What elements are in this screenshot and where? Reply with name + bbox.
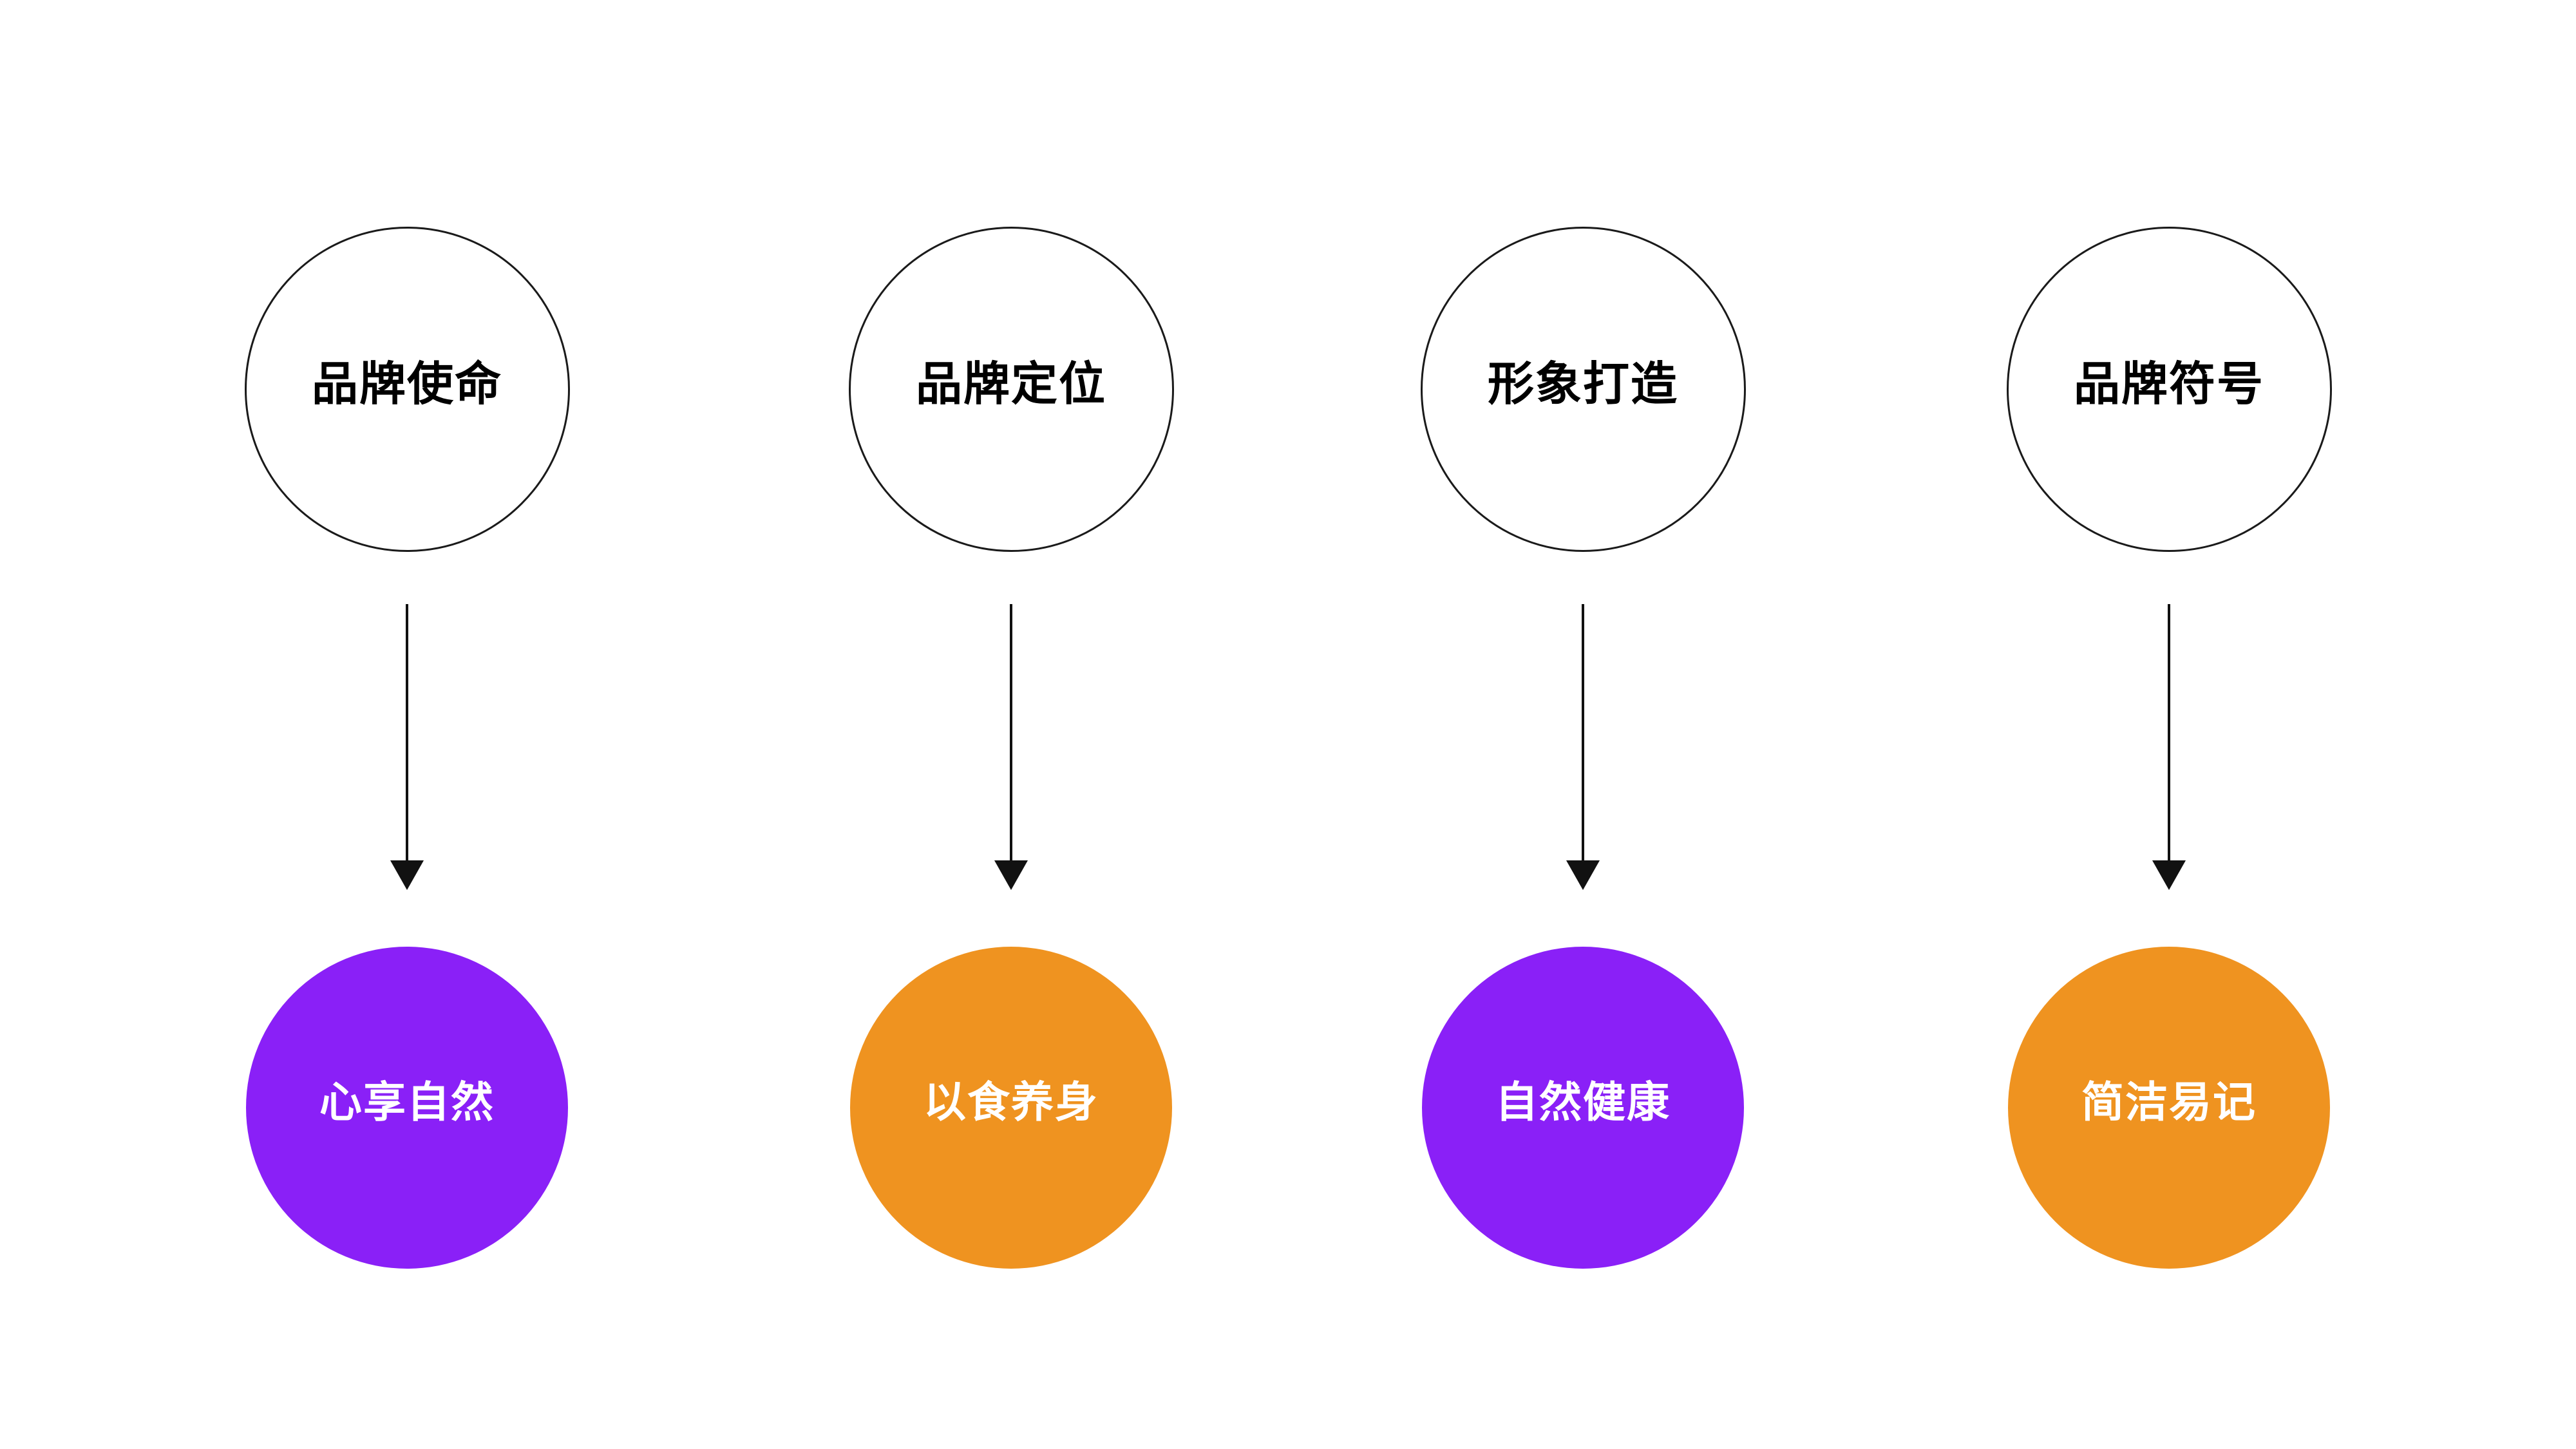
top-circle-4-label: 品牌符号 xyxy=(2073,358,2264,410)
arrow-head-icon xyxy=(1566,860,1600,890)
down-arrow-2 xyxy=(994,604,1028,890)
top-circle-4[interactable]: 品牌符号 xyxy=(2006,227,2332,552)
down-arrow-4 xyxy=(2152,604,2186,890)
flow-column-2: 品牌定位 以食养身 xyxy=(786,0,1236,1449)
top-circle-2-label: 品牌定位 xyxy=(915,358,1106,410)
bottom-circle-2[interactable]: 以食养身 xyxy=(850,947,1172,1269)
bottom-circle-1[interactable]: 心享自然 xyxy=(246,947,568,1269)
arrow-head-icon xyxy=(390,860,424,890)
top-circle-1[interactable]: 品牌使命 xyxy=(244,227,570,552)
top-circle-2[interactable]: 品牌定位 xyxy=(848,227,1174,552)
top-circle-1-label: 品牌使命 xyxy=(311,358,502,410)
arrow-shaft-icon xyxy=(2168,604,2170,863)
down-arrow-1 xyxy=(390,604,424,890)
flow-column-3: 形象打造 自然健康 xyxy=(1358,0,1808,1449)
bottom-circle-3-label: 自然健康 xyxy=(1495,1078,1671,1126)
top-circle-3-label: 形象打造 xyxy=(1487,358,1678,410)
arrow-shaft-icon xyxy=(1010,604,1012,863)
down-arrow-3 xyxy=(1566,604,1600,890)
bottom-circle-4[interactable]: 简洁易记 xyxy=(2008,947,2330,1269)
bottom-circle-3[interactable]: 自然健康 xyxy=(1422,947,1744,1269)
flow-column-4: 品牌符号 简洁易记 xyxy=(1944,0,2394,1449)
flow-column-1: 品牌使命 心享自然 xyxy=(182,0,632,1449)
bottom-circle-1-label: 心享自然 xyxy=(319,1078,495,1126)
arrow-head-icon xyxy=(2152,860,2186,890)
arrow-shaft-icon xyxy=(1582,604,1584,863)
bottom-circle-4-label: 简洁易记 xyxy=(2081,1078,2257,1126)
arrow-head-icon xyxy=(994,860,1028,890)
bottom-circle-2-label: 以食养身 xyxy=(923,1078,1099,1126)
arrow-shaft-icon xyxy=(406,604,408,863)
top-circle-3[interactable]: 形象打造 xyxy=(1420,227,1746,552)
